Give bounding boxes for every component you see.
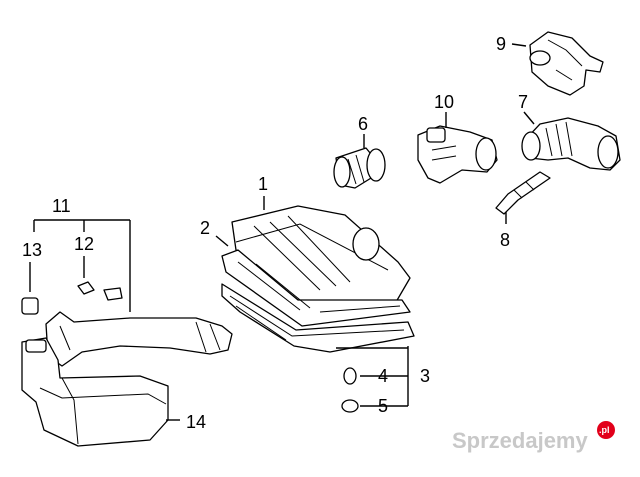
callout-14: 14 bbox=[186, 412, 206, 432]
callout-4: 4 bbox=[378, 366, 388, 386]
part-14-resonator-box bbox=[21, 337, 169, 447]
watermark-text: Sprzedajemy bbox=[452, 428, 588, 453]
part-9-resonator bbox=[529, 31, 604, 96]
callout-9: 9 bbox=[496, 34, 506, 54]
callout-1: 1 bbox=[258, 174, 268, 194]
part-13-clamp bbox=[21, 297, 39, 315]
callout-7: 7 bbox=[518, 92, 528, 112]
part-2-air-filter-element bbox=[221, 249, 411, 327]
leader-lines bbox=[29, 43, 535, 421]
part-6-hose-clamp bbox=[333, 147, 386, 189]
watermark-badge bbox=[597, 421, 615, 439]
callout-13: 13 bbox=[22, 240, 42, 260]
callout-10: 10 bbox=[434, 92, 454, 112]
callout-2: 2 bbox=[200, 218, 210, 238]
callout-6: 6 bbox=[358, 114, 368, 134]
watermark: Sprzedajemy .pl bbox=[452, 421, 615, 453]
watermark-badge-text: .pl bbox=[599, 425, 610, 435]
callout-5: 5 bbox=[378, 396, 388, 416]
air-cleaner-case bbox=[221, 283, 415, 353]
callout-3: 3 bbox=[420, 366, 430, 386]
callout-12: 12 bbox=[74, 234, 94, 254]
callout-8: 8 bbox=[500, 230, 510, 250]
part-5-grommet bbox=[341, 399, 359, 413]
callout-11: 11 bbox=[52, 196, 71, 216]
part-11-duct-hose bbox=[45, 311, 233, 367]
part-8-breather-pipe bbox=[495, 171, 551, 215]
part-1-air-cleaner-cap bbox=[231, 205, 411, 311]
part-10-air-flow-meter bbox=[417, 125, 498, 184]
part-4-grommet bbox=[343, 367, 357, 385]
part-12-clip bbox=[77, 281, 123, 301]
part-7-intake-hose bbox=[521, 117, 621, 171]
